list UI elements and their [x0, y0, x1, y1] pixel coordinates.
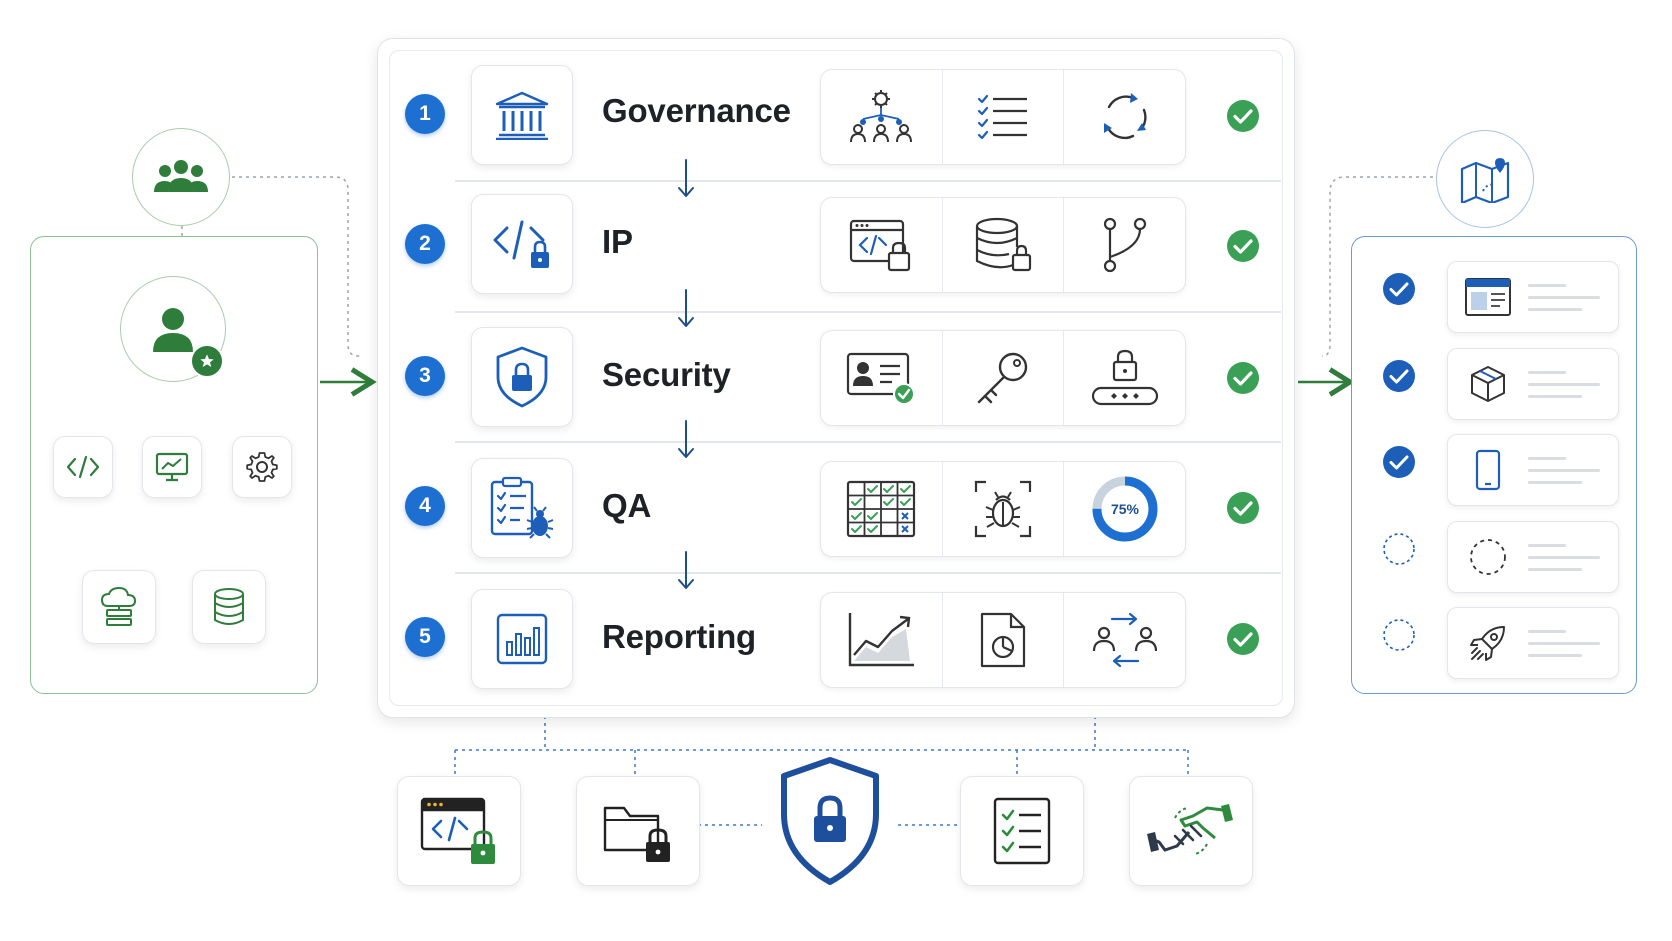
trend-chart-icon — [821, 593, 942, 687]
roadmap-item — [1447, 348, 1619, 420]
team-icon — [132, 128, 230, 226]
governance-tools — [820, 69, 1186, 165]
code-window-lock-icon — [821, 198, 942, 292]
stage-number: 3 — [405, 356, 445, 396]
row-divider — [455, 180, 1281, 182]
roadmap-item — [1447, 521, 1619, 593]
database-lock-icon — [941, 198, 1064, 292]
row-divider — [455, 572, 1281, 574]
roadmap-step-done-icon — [1383, 360, 1415, 392]
code-lock-icon — [471, 194, 573, 294]
reporting-tools — [820, 592, 1186, 688]
ip-tools — [820, 197, 1186, 293]
monitor-chart-icon — [142, 436, 202, 498]
handoff-icon — [1063, 593, 1185, 687]
progress-ring-icon: 75% — [1063, 462, 1185, 556]
bug-scan-icon — [941, 462, 1064, 556]
roadmap-item — [1447, 434, 1619, 506]
folder-lock-icon — [576, 776, 700, 886]
qa-complete-check-icon — [1227, 492, 1259, 524]
mobile-icon — [1464, 449, 1512, 491]
database-icon — [192, 570, 266, 644]
stage-number: 2 — [405, 224, 445, 264]
cycle-icon — [1063, 70, 1185, 164]
clipboard-bug-icon — [471, 458, 573, 558]
row-divider — [455, 311, 1281, 313]
reporting-complete-check-icon — [1227, 623, 1259, 655]
stage-number: 1 — [405, 94, 445, 134]
test-grid-icon — [821, 462, 942, 556]
progress-ring-fill — [1092, 476, 1158, 542]
key-icon — [941, 331, 1064, 425]
ip-complete-check-icon — [1227, 230, 1259, 262]
governance-complete-check-icon — [1227, 100, 1259, 132]
pie-report-icon — [941, 593, 1064, 687]
stage-number: 5 — [405, 617, 445, 657]
security-tools — [820, 330, 1186, 426]
security-complete-check-icon — [1227, 362, 1259, 394]
checklist-icon — [941, 70, 1064, 164]
cloud-server-icon — [82, 570, 156, 644]
qa-progress-label: 75% — [1111, 501, 1140, 517]
roadmap-step-pending-icon — [1383, 533, 1415, 565]
handshake-icon — [1129, 776, 1253, 886]
code-lock-icon — [397, 776, 521, 886]
shield-lock-icon — [471, 327, 573, 427]
shield-lock-icon — [781, 757, 879, 885]
hierarchy-gear-icon — [821, 70, 942, 164]
dashed-circle-icon — [1464, 536, 1512, 578]
row-divider — [455, 441, 1281, 443]
star-badge-icon — [190, 344, 224, 378]
roadmap-item — [1447, 607, 1619, 679]
browser-window-icon — [1464, 276, 1512, 318]
branch-icon — [1063, 198, 1185, 292]
package-icon — [1464, 363, 1512, 405]
code-skill-icon — [53, 436, 113, 498]
roadmap-step-done-icon — [1383, 446, 1415, 478]
stage-label-governance: Governance — [602, 92, 791, 129]
gear-icon — [232, 436, 292, 498]
stage-label-reporting: Reporting — [602, 618, 757, 655]
stage-label-security: Security — [602, 356, 731, 393]
password-lock-icon — [1063, 331, 1185, 425]
roadmap-step-pending-icon — [1383, 619, 1415, 651]
report-chart-icon — [471, 589, 573, 689]
roadmap-item — [1447, 261, 1619, 333]
rocket-icon — [1464, 622, 1512, 664]
stage-label-qa: QA — [602, 487, 652, 524]
qa-tools: 75% — [820, 461, 1186, 557]
map-pin-icon — [1436, 130, 1534, 228]
id-card-check-icon — [821, 331, 942, 425]
stage-number: 4 — [405, 486, 445, 526]
checklist-icon — [960, 776, 1084, 886]
stage-label-ip: IP — [602, 223, 633, 260]
governance-building-icon — [471, 65, 573, 165]
roadmap-step-done-icon — [1383, 273, 1415, 305]
